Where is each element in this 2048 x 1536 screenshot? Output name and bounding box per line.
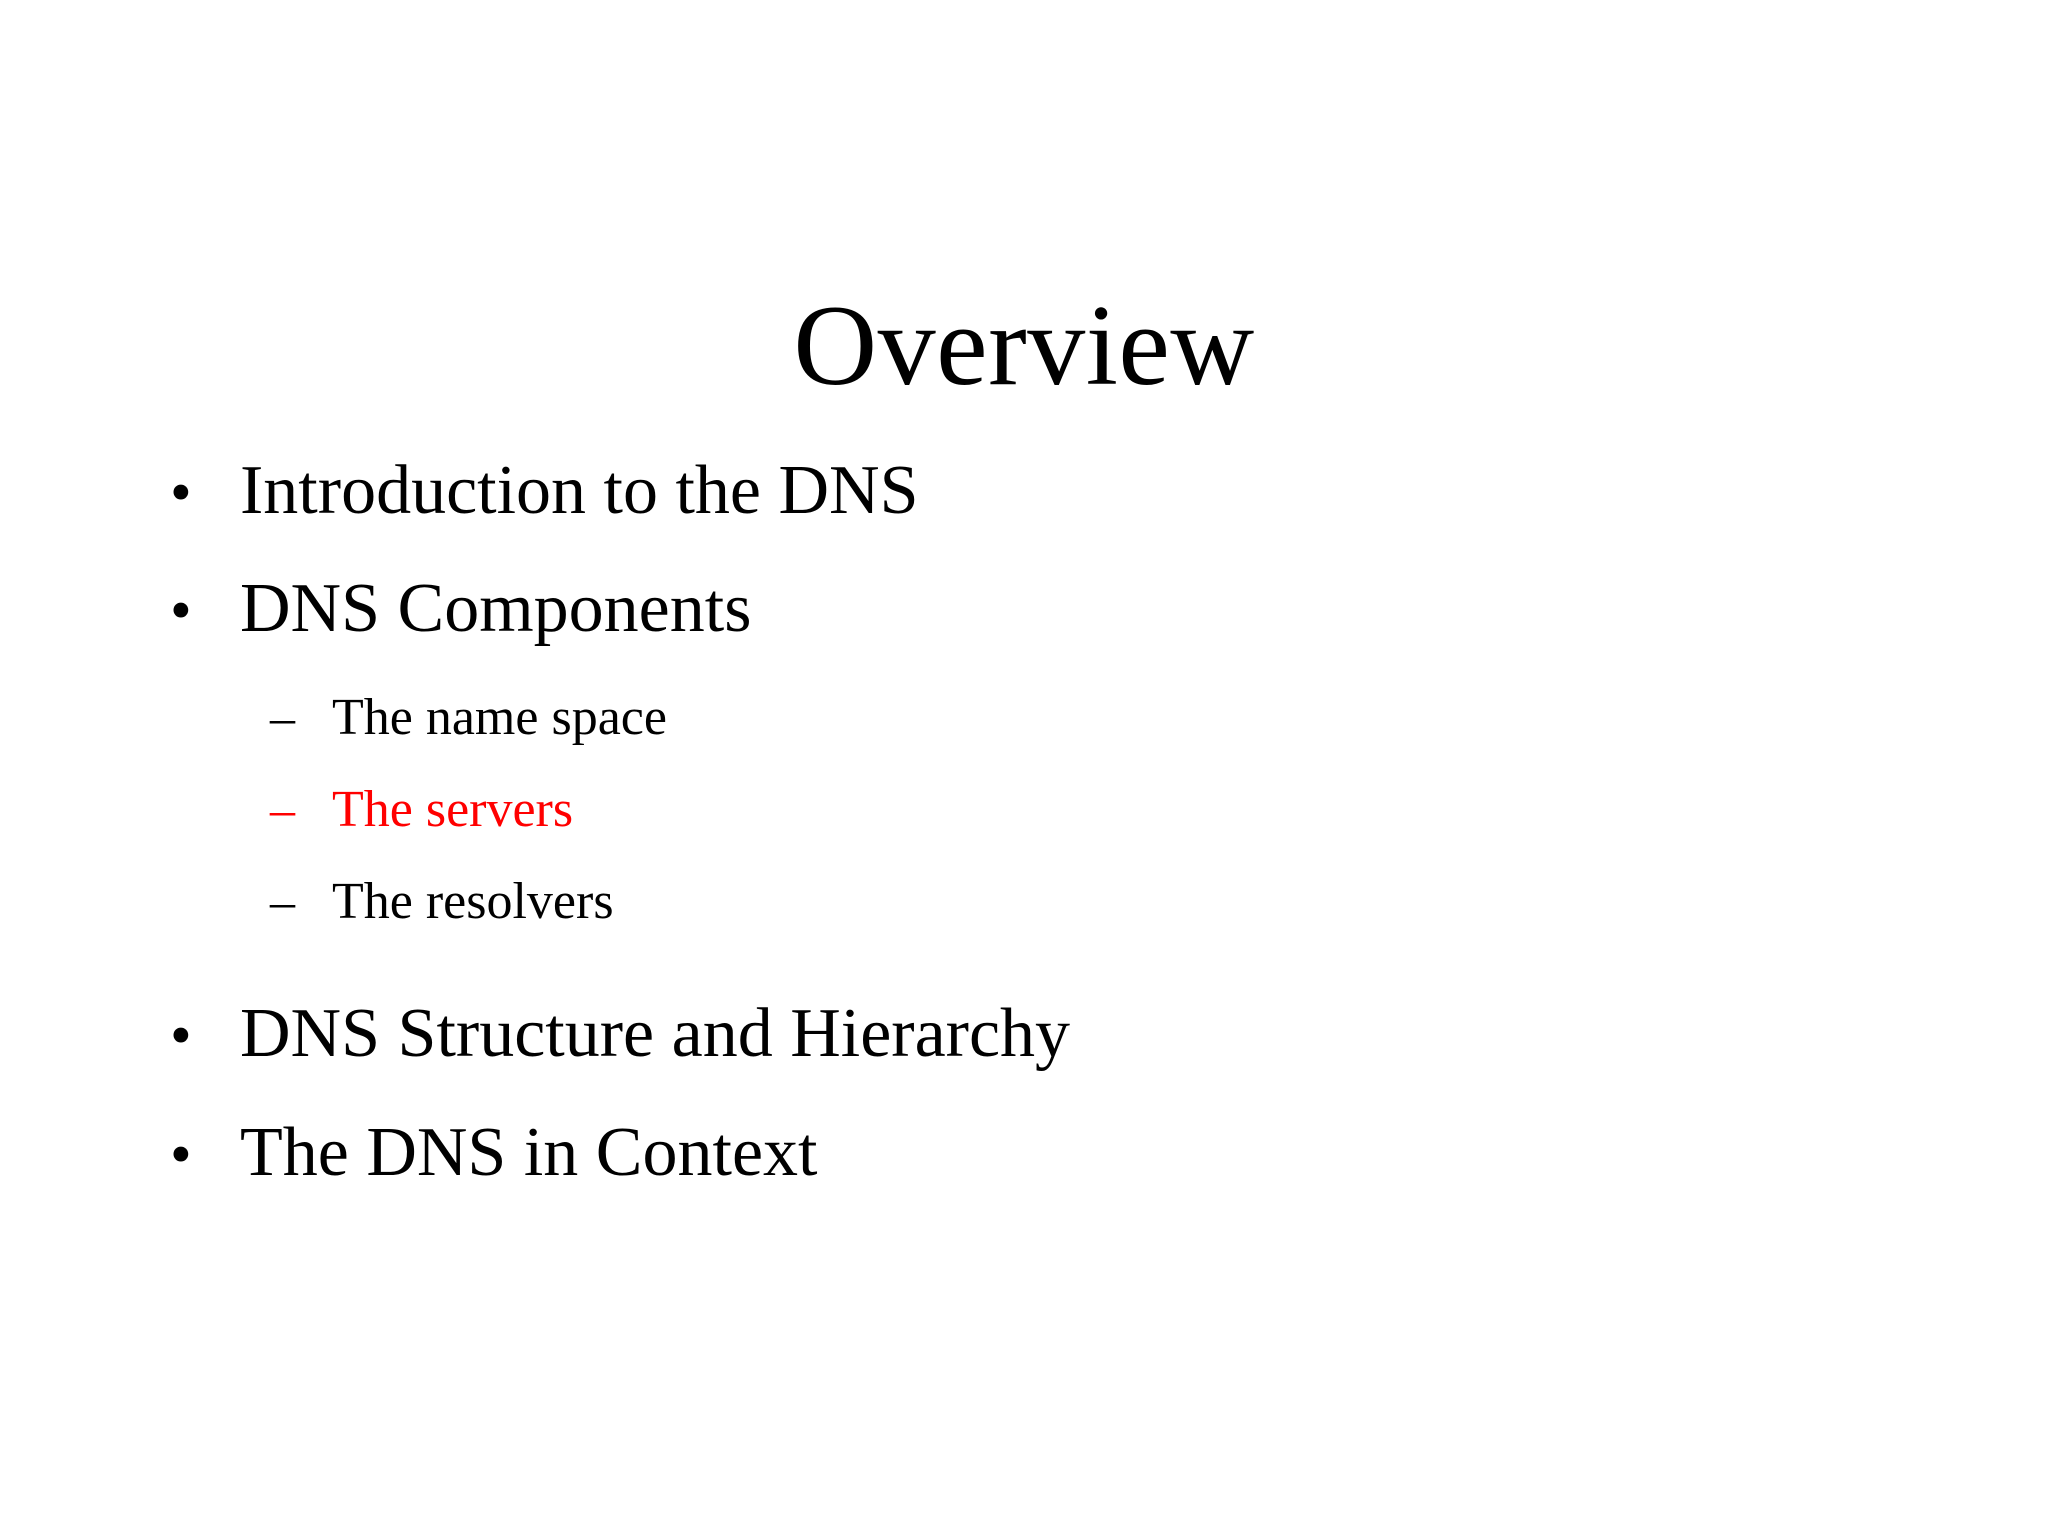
bullet-item-level-2: –The name space: [170, 689, 2010, 747]
bullet-item-label: The name space: [332, 688, 667, 746]
bullet-dash-icon: –: [270, 688, 295, 745]
bullet-item-label: DNS Structure and Hierarchy: [240, 995, 1071, 1073]
bullet-item-level-2: –The resolvers: [170, 873, 2010, 931]
bullet-item-level-2: –The servers: [170, 781, 2010, 839]
bullet-item-label: The resolvers: [332, 873, 614, 931]
bullet-dash-icon: –: [270, 781, 295, 838]
bullet-item-level-1: • Introduction to the DNS: [170, 452, 1910, 530]
bullet-item-label: The DNS in Context: [240, 1113, 818, 1191]
bullet-dot-icon: •: [170, 459, 192, 527]
bullet-dot-icon: •: [170, 1120, 192, 1189]
slide-bullet-list: • Introduction to the DNS • DNS Components –…: [170, 452, 1910, 1232]
bullet-dot-icon: •: [170, 1002, 192, 1071]
bullet-dot-icon: •: [170, 577, 192, 646]
bullet-item-level-1: • DNS Components: [170, 570, 1910, 648]
bullet-dash-icon: –: [270, 873, 295, 930]
bullet-item-label: DNS Components: [240, 570, 752, 648]
bullet-item-label: Introduction to the DNS: [240, 452, 919, 529]
bullet-item-level-1: • DNS Structure and Hierarchy: [170, 995, 1910, 1073]
bullet-item-level-1: • The DNS in Context: [170, 1114, 1910, 1192]
bullet-item-label: The servers: [332, 781, 574, 839]
slide-title: Overview: [793, 281, 1255, 410]
